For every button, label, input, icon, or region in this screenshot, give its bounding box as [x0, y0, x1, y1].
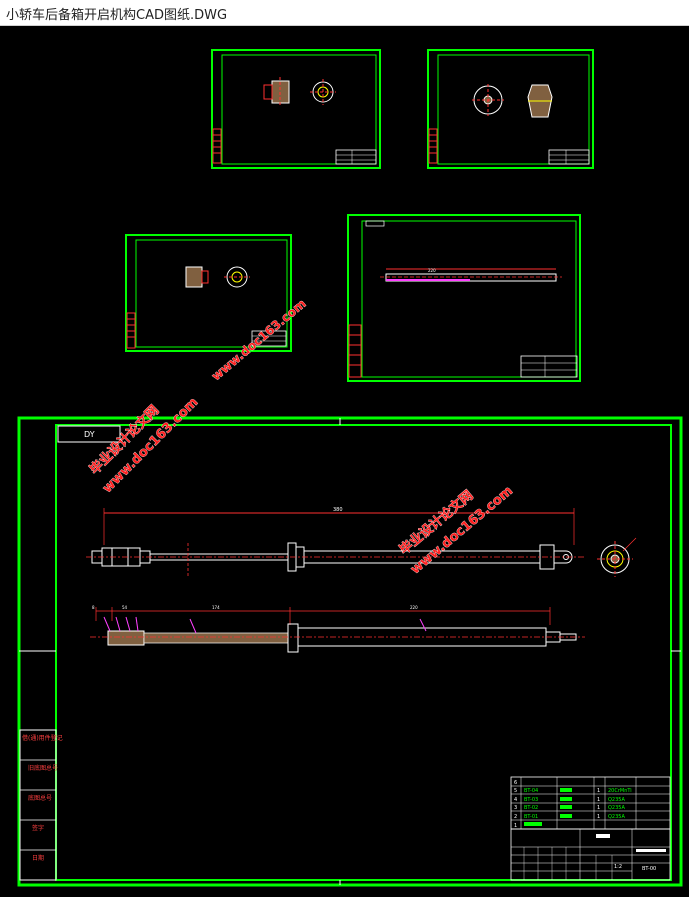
sheet-part-4[interactable]: 220	[347, 214, 581, 382]
parts-no-4: 4	[514, 797, 517, 803]
part3-front-view	[185, 266, 209, 288]
side-label-2: 旧底图总号	[28, 764, 58, 772]
parts-no-3: 3	[514, 805, 517, 811]
parts-no-6: 6	[514, 780, 517, 786]
sheet-assembly[interactable]: DY 借(通)用件登记 旧底图总号 底图总号 签字 日期 380	[17, 416, 683, 887]
sheet3-title-block	[251, 330, 287, 347]
dim-seg-a: 54	[122, 605, 128, 610]
parts-mat-4: Q235A	[608, 797, 625, 803]
side-label-5: 日期	[32, 854, 44, 862]
part4-rod-view: 220	[380, 268, 562, 282]
parts-code-2: BT-01	[524, 814, 538, 820]
sheet-code-label: DY	[84, 430, 95, 439]
strut-top-view: 380	[86, 507, 585, 577]
parts-qty-4: 1	[597, 797, 600, 803]
parts-code-5: BT-04	[524, 788, 538, 794]
parts-code-3: BT-02	[524, 805, 538, 811]
watermark-3-line1: www.doc163.com	[209, 296, 309, 383]
sheet1-title-block	[335, 149, 377, 165]
strut-section-view: 8 54 174 220	[90, 605, 585, 653]
part2-front-view	[472, 84, 504, 116]
side-label-3: 底图总号	[28, 794, 52, 802]
sheet-part-3[interactable]	[125, 234, 292, 352]
cad-canvas[interactable]: 220 DY 借(通)用件登记 旧底图总号	[0, 25, 689, 893]
parts-no-1: 1	[514, 823, 517, 829]
title-drawing-no: BT-00	[642, 866, 656, 872]
watermark-3: www.doc163.com	[209, 296, 309, 383]
parts-qty-2: 1	[597, 814, 600, 820]
dim-total: 380	[333, 507, 343, 513]
parts-mat-2: Q235A	[608, 814, 625, 820]
parts-no-2: 2	[514, 814, 517, 820]
side-label-4: 签字	[32, 824, 44, 832]
title-scale: 1:2	[614, 864, 622, 870]
dim-seg-c: 220	[410, 605, 418, 610]
strut-end-view	[597, 537, 637, 577]
part1-side-view	[310, 79, 336, 105]
svg-text:220: 220	[428, 268, 436, 273]
parts-list-table: 6 5 BT-04 1 20CrMnTi 4 BT-03 1 Q235A 3 B…	[510, 776, 671, 830]
dim-seg-b: 174	[212, 605, 220, 610]
sheet-part-1[interactable]	[211, 49, 381, 169]
part3-side-view	[224, 266, 250, 288]
window-title: 小轿车后备箱开启机构CAD图纸.DWG	[6, 8, 228, 23]
sheet4-title-block	[520, 355, 578, 378]
parts-mat-3: Q235A	[608, 805, 625, 811]
parts-no-5: 5	[514, 788, 517, 794]
watermark-2: 毕业设计论文网 www.doc163.com	[396, 483, 516, 578]
parts-qty-3: 1	[597, 805, 600, 811]
parts-code-4: BT-03	[524, 797, 538, 803]
parts-qty-5: 1	[597, 788, 600, 794]
part2-side-view	[527, 84, 553, 118]
side-label-1: 借(通)用件登记	[22, 734, 63, 742]
dim-small: 8	[92, 605, 95, 610]
sheet-part-2[interactable]	[427, 49, 594, 169]
part1-front-view	[263, 77, 290, 107]
parts-mat-5: 20CrMnTi	[608, 788, 632, 794]
sheet-code-box: DY	[57, 425, 121, 443]
side-registration-table: 借(通)用件登记 旧底图总号 底图总号 签字 日期	[19, 729, 63, 881]
window-titlebar: 小轿车后备箱开启机构CAD图纸.DWG	[0, 0, 689, 26]
watermark-1: 毕业设计论文网 www.doc163.com	[86, 395, 201, 497]
title-block: 1:2 BT-00	[510, 828, 671, 881]
sheet2-title-block	[548, 149, 590, 165]
